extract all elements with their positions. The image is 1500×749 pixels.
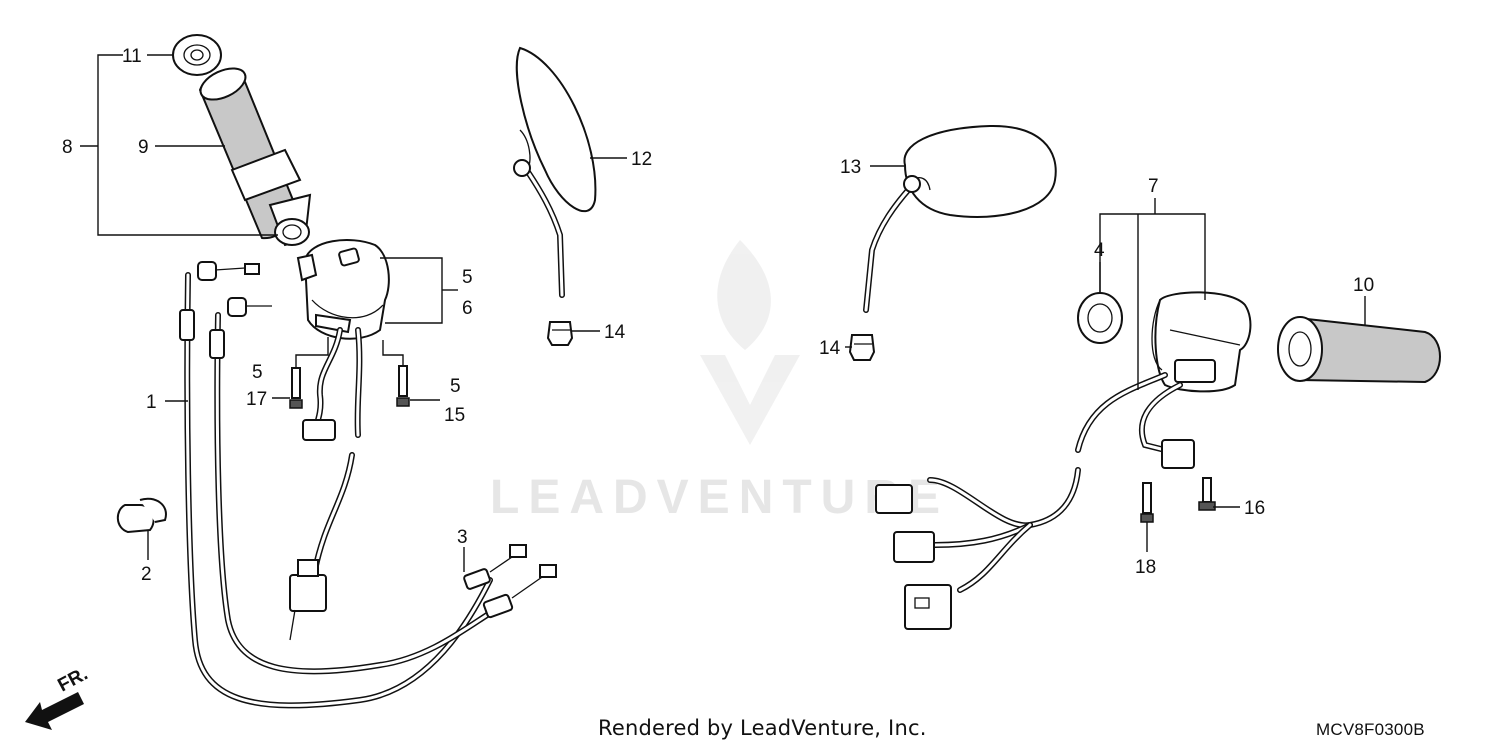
left-mirror[interactable] <box>513 46 597 298</box>
callout-4: 4 <box>1094 240 1105 261</box>
callout-18: 18 <box>1135 557 1156 578</box>
front-direction-arrow <box>25 692 84 730</box>
callout-5-left: 5 <box>252 362 263 383</box>
callouts: 11 8 9 5 6 5 17 5 15 1 2 3 12 14 13 14 7… <box>62 46 1374 585</box>
mirror-nut-left[interactable] <box>546 321 574 346</box>
right-switch-housing[interactable] <box>1151 291 1252 393</box>
callout-11: 11 <box>122 46 142 67</box>
callout-14-left: 14 <box>604 322 626 343</box>
throttle-cable-b[interactable] <box>209 297 557 675</box>
callout-15: 15 <box>444 405 465 426</box>
callout-7: 7 <box>1148 176 1159 197</box>
leader-lines <box>80 54 1366 572</box>
callout-10: 10 <box>1353 275 1374 296</box>
left-switch-wiring <box>289 327 363 641</box>
callout-6: 6 <box>462 298 473 319</box>
watermark-logo <box>700 240 800 445</box>
screw-17[interactable] <box>289 367 303 409</box>
screw-15[interactable] <box>396 365 410 407</box>
cable-clamp[interactable] <box>116 497 167 534</box>
right-handle-grip[interactable] <box>1277 316 1441 384</box>
left-handle-grip[interactable] <box>196 62 312 247</box>
callout-2: 2 <box>141 564 152 585</box>
callout-5-upper: 5 <box>462 267 473 288</box>
callout-9: 9 <box>138 137 149 158</box>
callout-3: 3 <box>457 527 468 548</box>
right-mirror[interactable] <box>863 124 1057 313</box>
callout-14-right: 14 <box>819 338 841 359</box>
screw-16[interactable] <box>1198 477 1216 511</box>
throttle-cable-a[interactable] <box>179 261 493 709</box>
callout-5-right: 5 <box>450 376 461 397</box>
diagram-code: MCV8F0300B <box>1316 720 1425 739</box>
left-switch-housing[interactable] <box>296 239 390 340</box>
callout-16: 16 <box>1244 498 1265 519</box>
callout-13: 13 <box>840 157 861 178</box>
callout-8: 8 <box>62 137 73 158</box>
grip-end-cap[interactable] <box>172 34 222 76</box>
right-switch-wiring <box>875 372 1195 630</box>
footer-credit: Rendered by LeadVenture, Inc. <box>598 716 927 740</box>
screw-18[interactable] <box>1140 482 1154 523</box>
mirror-nut-right[interactable] <box>848 334 876 361</box>
throttle-collar[interactable] <box>1077 292 1123 344</box>
callout-17: 17 <box>246 389 267 410</box>
front-direction-label: FR. <box>54 664 91 697</box>
callout-1: 1 <box>146 392 157 413</box>
callout-12: 12 <box>631 149 652 170</box>
